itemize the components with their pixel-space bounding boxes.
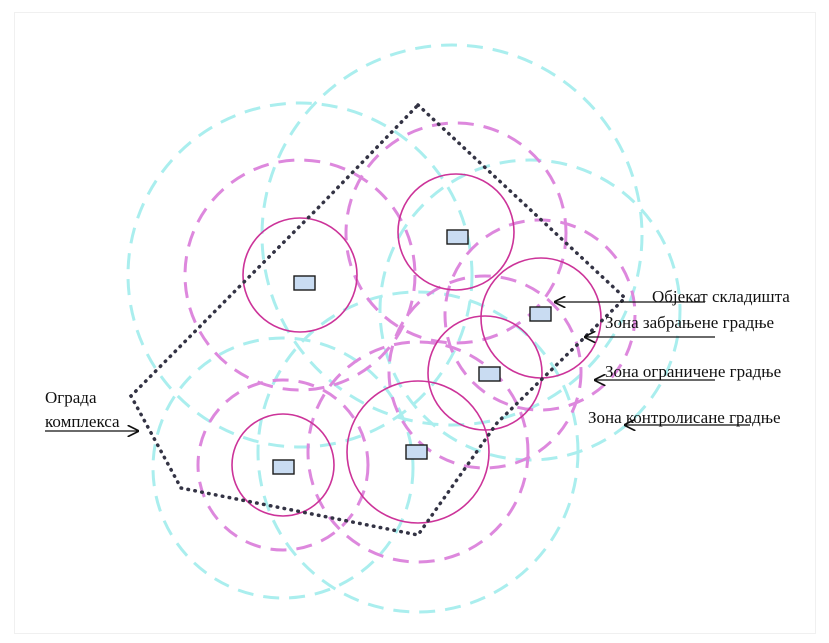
prohibited-zone-circle	[397, 173, 515, 291]
complex-fence	[128, 102, 628, 537]
fence-label-line1: Ограда	[45, 388, 97, 407]
storage-object	[272, 459, 295, 475]
prohibited-zone-circle	[346, 380, 490, 524]
limited-zone-circle	[387, 274, 583, 470]
limited-zone-circle	[344, 121, 568, 345]
controlled-zone	[126, 43, 682, 614]
prohibited-zone-circle	[242, 217, 358, 333]
storage-object	[293, 275, 316, 291]
controlled-zone-circle	[126, 101, 474, 449]
controlled-zone-circle	[256, 290, 580, 614]
controlled-zone-label: Зона контролисане градње	[588, 408, 781, 427]
frame	[14, 12, 816, 634]
controlled-zone-circle	[260, 43, 644, 427]
controlled-zone-circle	[378, 158, 682, 462]
storage-object	[405, 444, 428, 460]
controlled-zone-circle	[151, 336, 415, 600]
prohibited-zone-circle	[231, 413, 335, 517]
limited-zone-circle	[306, 340, 530, 564]
storage-object-label: Објекат складишта	[652, 287, 790, 306]
prohibited-zone-label: Зона забрањене градње	[605, 313, 774, 332]
limited-zone-circle	[183, 158, 417, 392]
fence-label-line2: комплекса	[45, 412, 120, 431]
storage-object	[478, 366, 501, 382]
storage-object	[446, 229, 469, 245]
storage-object	[529, 306, 552, 322]
limited-zone-circle	[196, 378, 370, 552]
limited-zone	[183, 121, 637, 564]
storage-objects	[272, 229, 552, 475]
limited-zone-label: Зона ограничене градње	[605, 362, 781, 381]
leader-arrows	[45, 302, 750, 431]
